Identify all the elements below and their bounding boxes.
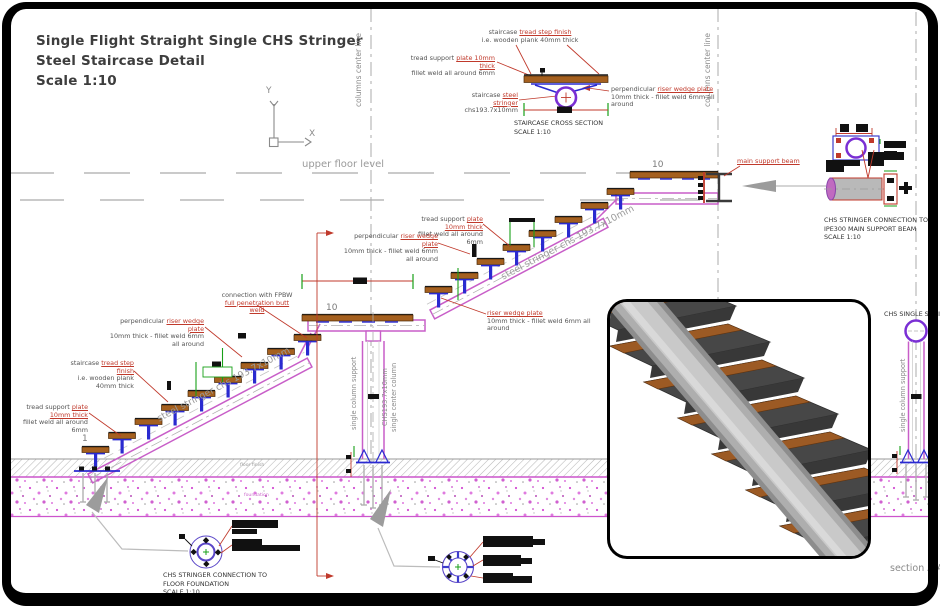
- title-line-3: Scale 1:10: [36, 73, 117, 89]
- column-chs-label: CHS193.7x10mm: [381, 368, 389, 426]
- weld-symbols: [167, 218, 535, 390]
- 3d-render-inset: [607, 299, 871, 559]
- stair-base-plate: [74, 466, 120, 506]
- axis-x-label: X: [309, 129, 316, 139]
- columns-center-line-label-1: columns center line: [354, 33, 363, 107]
- ipe300-connection-detail: [824, 124, 912, 207]
- columns-center-lines: [370, 8, 917, 468]
- annotation-cs-stringer: staircase steel stringer chs193.7x10mm: [464, 91, 518, 115]
- xy-axis-icon: [268, 100, 312, 148]
- annotation-tread-finish-lower: staircase tread step finish i.e. wooden …: [70, 359, 134, 391]
- top-landing-dim-10: 10: [652, 160, 664, 170]
- title-line-1: Single Flight Straight Single CHS String…: [36, 33, 363, 49]
- annotation-cs-tread-support: tread support plate 10mm thick fillet we…: [410, 54, 495, 78]
- foundation-detail-caption: CHS STRINGER CONNECTION TO FLOOR FOUNDAT…: [163, 571, 268, 597]
- column-center-label: single center column: [390, 362, 398, 432]
- ipe-detail-caption: CHS STRINGER CONNECTION TO IPE300 MAIN S…: [824, 216, 929, 242]
- right-column-chs-label: CHS193.7x10mm: [929, 370, 937, 428]
- cross-section-detail: [496, 44, 610, 116]
- stringer-lower-band: [86, 352, 313, 484]
- drawing-title: Single Flight Straight Single CHS String…: [36, 31, 363, 91]
- title-line-2: Steel Staircase Detail: [36, 53, 205, 69]
- annotation-main-support-beam: main support beam: [737, 157, 800, 165]
- column-support-label: single column support: [350, 356, 358, 430]
- annotation-riser-wedge-mid: riser wedge plate 10mm thick - fillet we…: [487, 309, 591, 333]
- annotation-tread-support-upper: tread support plate 10mm thick fillet we…: [417, 215, 483, 247]
- landing-dim-10: 10: [326, 303, 338, 313]
- annotation-tread-support-lower: tread support plate 10mm thick fillet we…: [22, 403, 88, 435]
- step-number-1: 1: [82, 434, 88, 444]
- annotation-leaders: [88, 165, 741, 437]
- upper-floor-level-lines: [8, 172, 712, 201]
- right-column: [892, 319, 932, 501]
- render-chs-stringer-tube: [610, 302, 868, 556]
- foundation-label: foundation: [244, 493, 269, 498]
- callout-arrow-icons: [86, 180, 826, 568]
- annotation-riser-wedge-lower: perpendicular riser wedge plate 10mm thi…: [109, 317, 204, 349]
- landing-width-dimension: [301, 274, 414, 289]
- annotation-cs-tread-finish: staircase tread step finish i.e. wooden …: [481, 28, 579, 44]
- center-column: [346, 312, 390, 509]
- 3d-staircase-render: [610, 302, 868, 556]
- floor-finish-label: floor finish: [240, 463, 265, 468]
- right-column-title: CHS SINGLE STRINGER: [884, 310, 940, 318]
- upper-floor-level-label: upper floor level: [302, 159, 385, 170]
- green-extension-lines: [195, 222, 535, 396]
- section-label: section A-A: [890, 563, 940, 574]
- column-base-connection-detail: [428, 536, 545, 584]
- axis-y-label: Y: [266, 86, 272, 96]
- right-column-support-label: single column support: [899, 358, 907, 432]
- landing-treads: [301, 170, 719, 323]
- annotation-cs-riser-wedge: perpendicular riser wedge plate 10mm thi…: [611, 85, 715, 109]
- cross-section-caption: STAIRCASE CROSS SECTION SCALE 1:10: [514, 119, 604, 136]
- annotation-fpbw: connection with FPBW full penetration bu…: [221, 291, 293, 315]
- annotation-riser-wedge-upper: perpendicular riser wedge plate 10mm thi…: [343, 232, 438, 264]
- overall-height-dimension: [316, 230, 334, 579]
- foundation-connection-detail: [179, 520, 300, 569]
